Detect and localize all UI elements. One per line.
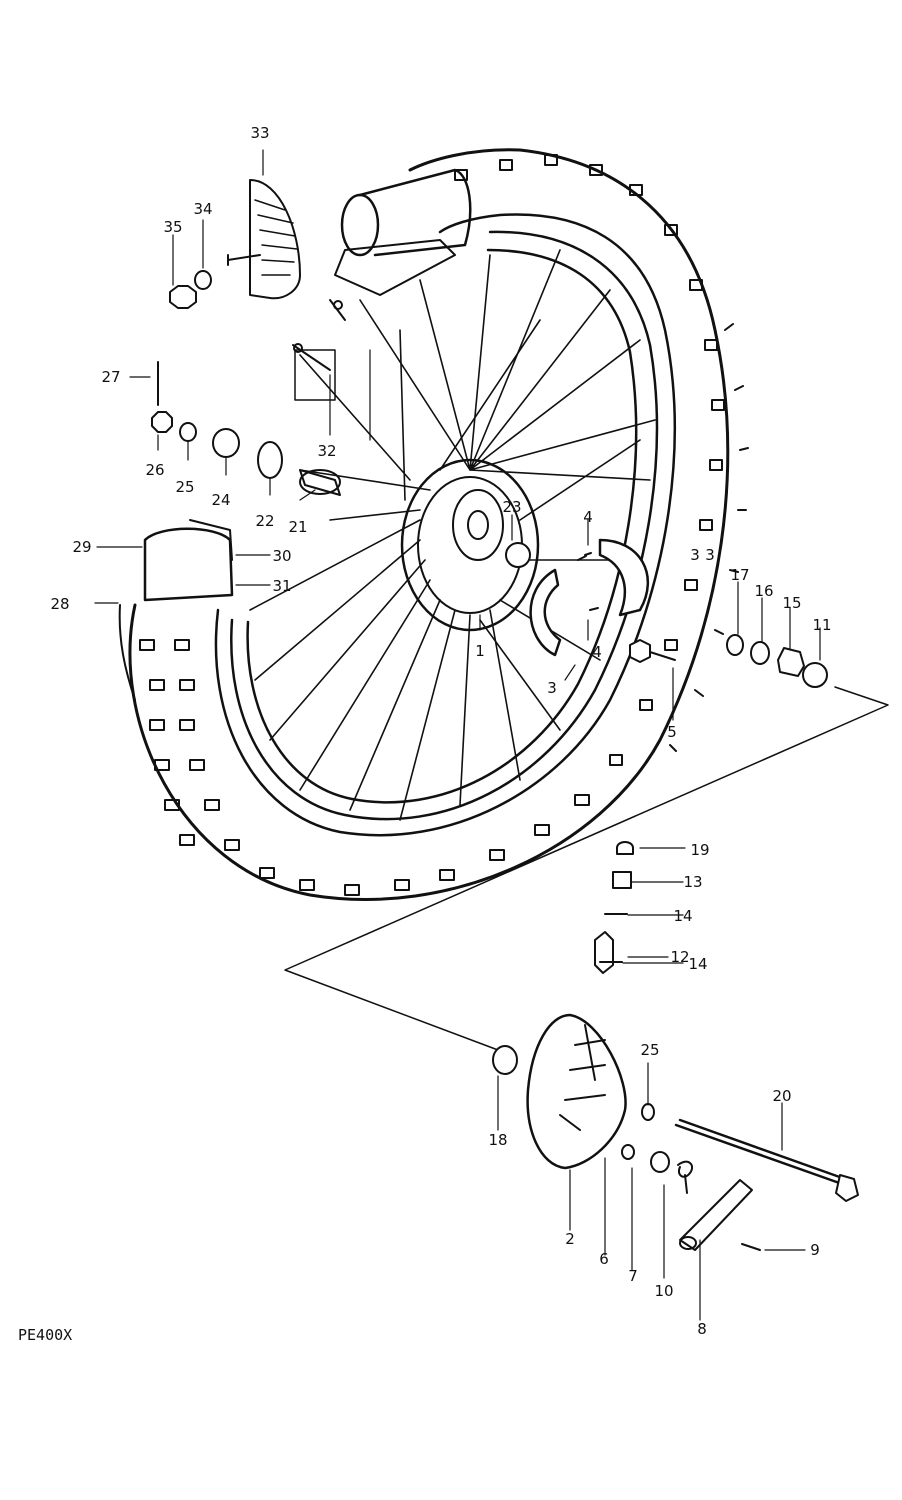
callout-31: 31: [272, 577, 291, 595]
callout-23: 23: [502, 498, 521, 516]
callout-10: 10: [654, 1282, 673, 1300]
rim-lock: [169, 179, 301, 309]
spokes: [249, 249, 656, 821]
callout-3c: 3: [705, 546, 715, 564]
callout-32: 32: [317, 442, 336, 460]
leader-lines: [94, 149, 821, 1321]
callout-34: 34: [193, 200, 212, 218]
callout-25b: 25: [640, 1041, 659, 1059]
callout-35: 35: [163, 218, 182, 236]
callout-22: 22: [255, 512, 274, 530]
brake-shoes: [505, 538, 650, 657]
callout-15: 15: [782, 594, 801, 612]
callout-25a: 25: [175, 478, 194, 496]
callout-5: 5: [667, 723, 677, 741]
model-code: PE400X: [18, 1326, 72, 1344]
callout-28: 28: [50, 595, 69, 613]
left-axle-parts: [151, 361, 341, 496]
rim: [230, 230, 659, 821]
callout-24: 24: [211, 491, 230, 509]
callout-7: 7: [628, 1267, 638, 1285]
callout-30: 30: [272, 547, 291, 565]
right-axle-parts: [629, 634, 828, 688]
callout-2: 2: [565, 1230, 575, 1248]
callout-11: 11: [812, 616, 831, 634]
speedo-drive-parts: [594, 841, 634, 974]
callout-1: 1: [475, 642, 485, 660]
callout-18: 18: [488, 1131, 507, 1149]
callout-20: 20: [772, 1087, 791, 1105]
spoke-nipples: [292, 299, 346, 401]
callout-17: 17: [730, 566, 749, 584]
callout-8: 8: [697, 1320, 707, 1338]
tire: [128, 148, 749, 901]
callout-19: 19: [690, 841, 709, 859]
tube-segment: [334, 168, 472, 296]
callout-21: 21: [288, 518, 307, 536]
callout-12: 12: [670, 948, 689, 966]
callout-29: 29: [72, 538, 91, 556]
guide-lines: [284, 686, 889, 1051]
callout-9: 9: [810, 1241, 820, 1259]
callout-13: 13: [683, 873, 702, 891]
callout-labels: 1 2 3 3 3 4 4 5 6 7 8 9 10 11 12 13 14 1…: [50, 124, 831, 1338]
brake-panel: [492, 1013, 694, 1194]
callout-27: 27: [101, 368, 120, 386]
callout-4b: 4: [592, 643, 602, 661]
callout-16: 16: [754, 582, 773, 600]
callout-3a: 3: [690, 546, 700, 564]
callout-14a: 14: [673, 907, 692, 925]
callout-6: 6: [599, 1250, 609, 1268]
callout-33: 33: [250, 124, 269, 142]
axle-and-arm: [674, 1118, 859, 1251]
callout-3b: 3: [547, 679, 557, 697]
callout-26: 26: [145, 461, 164, 479]
callout-4a: 4: [583, 508, 593, 526]
tire-section: [118, 519, 234, 701]
callout-14b: 14: [688, 955, 707, 973]
